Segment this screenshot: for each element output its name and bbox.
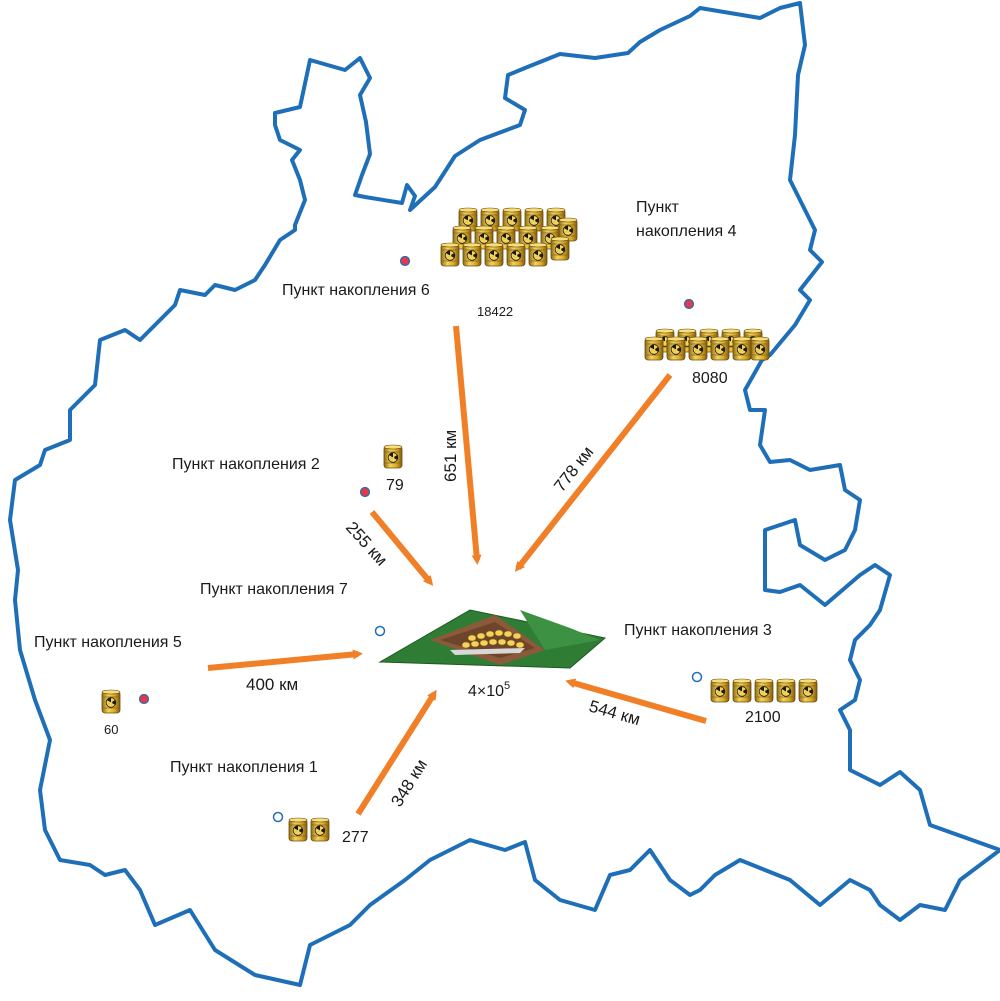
site-3-label: Пункт накопления 3 [624,622,772,639]
barrel-group-site6 [440,207,578,267]
site-4-label-line2: накопления 4 [636,223,737,240]
red-dot-icon [359,486,371,498]
route-arrow-4 [514,373,673,572]
barrel-group-site5 [101,689,121,714]
site-2-count: 79 [386,477,404,494]
site-7-count-exponent: 5 [504,680,510,692]
site-markers [138,255,703,823]
site-1-label: Пункт накопления 1 [170,759,318,776]
hollow-ring-icon [691,671,703,683]
site-6-count: 18422 [477,304,513,319]
route-arrow-5 [207,649,363,671]
red-dot-icon [683,298,695,310]
site-4-label-line1: Пункт [636,199,680,216]
site-3-count: 2100 [745,709,781,726]
site-1-count: 277 [342,829,369,846]
route-arrow-6 [453,325,482,565]
route-1-distance: 348 км [387,756,431,810]
site-5-label: Пункт накопления 5 [34,634,182,651]
site-7-label: Пункт накопления 7 [200,581,348,598]
site-2-label: Пункт накопления 2 [172,456,320,473]
site-5-count: 60 [104,722,118,737]
red-dot-icon [138,693,150,705]
barrel-group-site1 [288,817,330,842]
route-arrows [207,325,707,816]
region-border [8,1,1000,987]
barrel-group-site4 [644,328,770,361]
hollow-ring-icon [272,811,284,823]
barrel-group-site2 [383,444,403,469]
barrel-group-site3 [710,678,818,703]
red-dot-icon [399,255,411,267]
site-7-count: 4×105 [468,680,510,700]
repository-mound-icon [378,609,607,669]
route-6-distance: 651 км [441,430,460,482]
site-7-count-base: 4×10 [468,683,504,700]
site-4-count: 8080 [692,370,728,387]
route-arrow-3 [565,678,707,724]
route-5-distance: 400 км [246,675,298,694]
site-6-label: Пункт накопления 6 [282,282,430,299]
route-arrow-1 [355,689,437,816]
route-4-distance: 778 км [550,443,597,496]
route-arrow-2 [369,510,434,586]
hollow-ring-icon [374,625,386,637]
